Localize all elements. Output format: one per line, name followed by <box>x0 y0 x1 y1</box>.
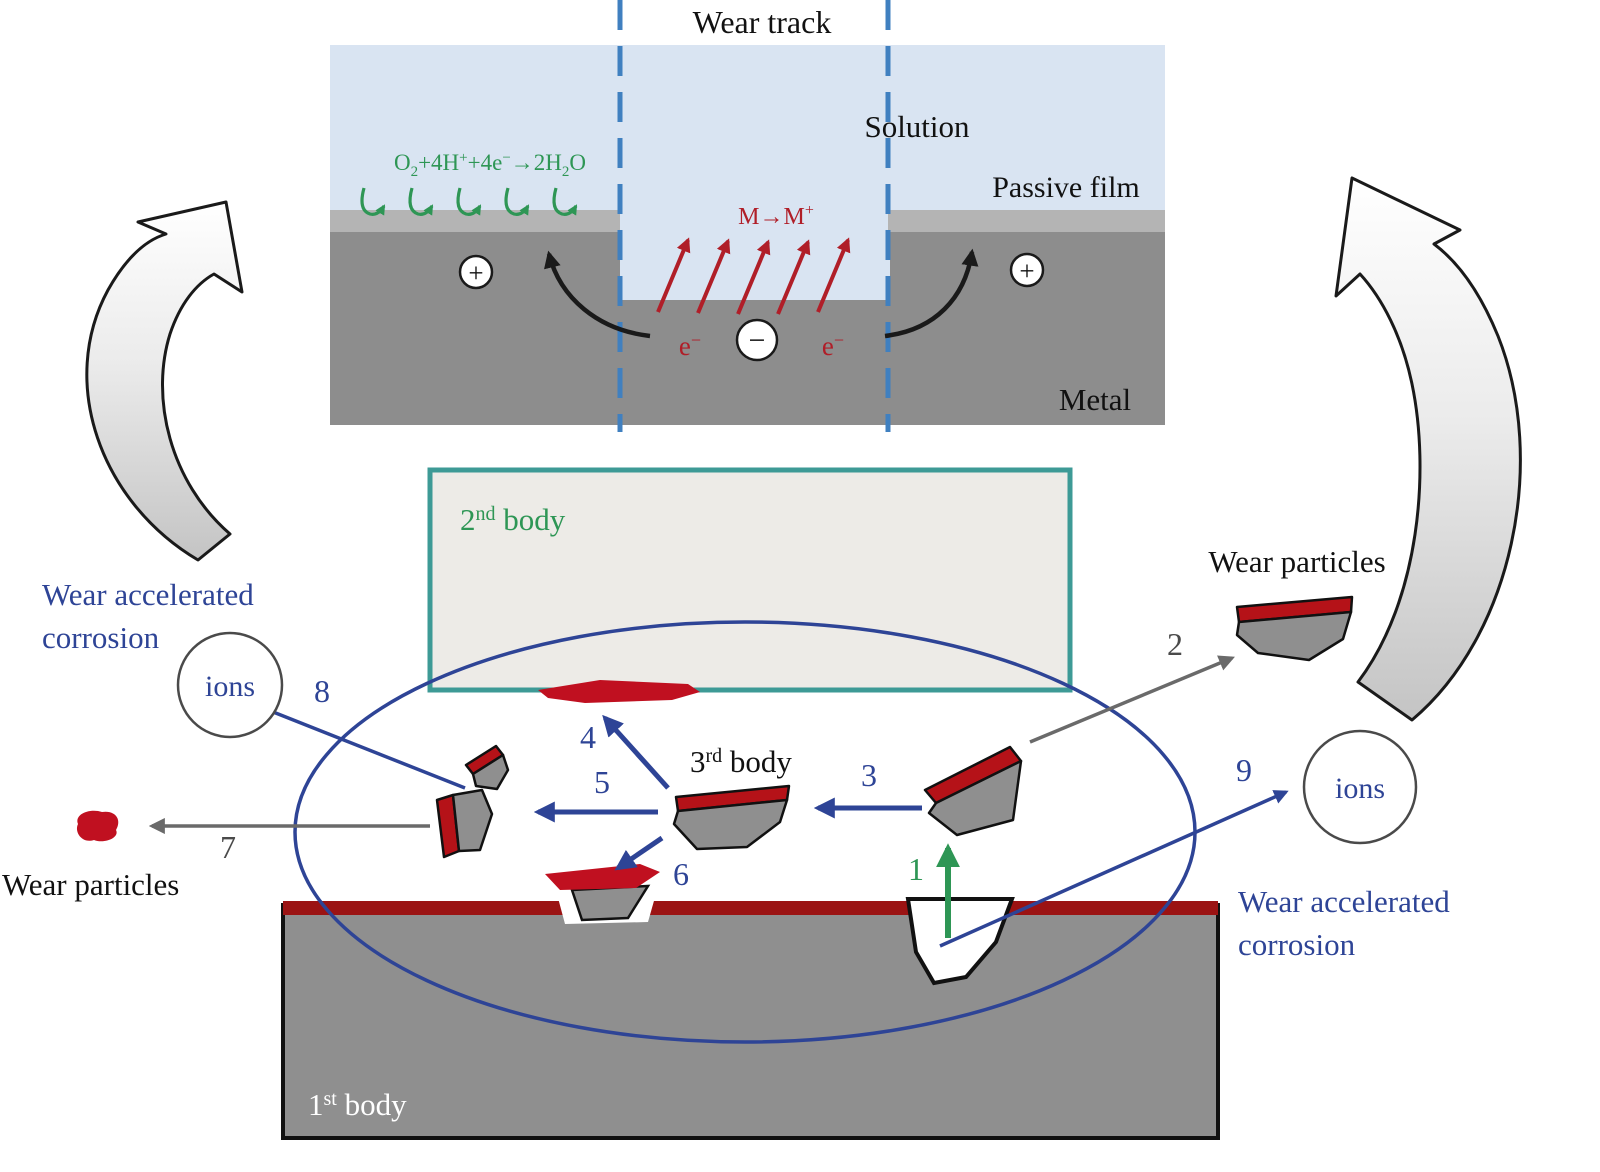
ions-circle-left <box>176 631 284 739</box>
cathode-plus-circle-right <box>1009 252 1045 288</box>
anode-minus-circle <box>735 318 779 362</box>
electron-label-right: e− <box>822 330 844 361</box>
second-body <box>427 467 1073 693</box>
cycle-arrow-left <box>85 200 244 562</box>
cathode-plus-circle-left <box>458 254 494 290</box>
wear-accelerated-corrosion-left-line2: corrosion <box>42 620 160 655</box>
ions-label-left: ions <box>205 670 255 703</box>
cathodic-reaction-label: O2+4H++4e−→2H2O <box>394 150 586 180</box>
wear-particles-label-left: Wear particles <box>2 867 179 902</box>
cathodic-reaction-arrows <box>360 187 578 216</box>
arrow-step-6 <box>614 835 664 871</box>
anodic-dissolution-arrows <box>656 237 851 315</box>
passive-film-label: Passive film <box>992 171 1140 204</box>
wear-particles-label-right: Wear particles <box>1208 544 1385 579</box>
passive-film-left <box>330 210 620 233</box>
first-body-label: 1st body <box>308 1087 407 1122</box>
first-body <box>281 903 1220 1140</box>
third-body-contact-schematic: 1 2 3 4 5 6 7 8 9 ions ions 2nd body 3rd… <box>2 467 1450 1140</box>
third-body-label: 3rd body <box>690 744 792 779</box>
ions-circle-right <box>1302 729 1418 845</box>
cathode-plus-sign-left: + <box>468 258 483 288</box>
cycle-arrow-right <box>1334 176 1522 722</box>
electron-flow-arrow-right <box>884 248 979 339</box>
anodic-reaction-label: M→M+ <box>738 202 814 230</box>
arrow-step-9 <box>939 790 1289 948</box>
arrow-step-2 <box>1029 655 1235 744</box>
particle-right-body <box>927 759 1023 837</box>
wear-particle-ejected-right-body <box>1235 610 1353 662</box>
wear-track-label: Wear track <box>693 4 832 40</box>
particle-center-body <box>672 798 789 851</box>
transfer-film-first-body <box>545 864 660 890</box>
step-number-9: 9 <box>1236 752 1252 788</box>
solution-label: Solution <box>864 109 970 144</box>
step-number-1: 1 <box>908 851 924 887</box>
transfer-film-second-body <box>538 680 700 703</box>
arrow-step-8 <box>255 703 466 790</box>
wear-particle-ejected-left <box>76 810 119 842</box>
second-body-label: 2nd body <box>460 502 566 537</box>
wear-accelerated-corrosion-right-line1: Wear accelerated <box>1238 884 1450 919</box>
cathode-plus-sign-right: + <box>1019 256 1034 286</box>
step-number-8: 8 <box>314 673 330 709</box>
metal-label: Metal <box>1059 382 1131 417</box>
ions-label-right: ions <box>1335 772 1385 805</box>
passive-film-right <box>888 210 1165 233</box>
step-number-2: 2 <box>1167 626 1183 662</box>
electron-flow-arrow-left <box>544 250 651 339</box>
corrosion-pit <box>905 897 1015 986</box>
particle-small-body <box>471 753 510 791</box>
step-number-5: 5 <box>594 764 610 800</box>
step-number-4: 4 <box>580 719 596 755</box>
step-number-3: 3 <box>861 757 877 793</box>
third-body-particles <box>435 595 1354 859</box>
step-number-6: 6 <box>673 856 689 892</box>
wear-track-cross-section: − + + Wear track Solution Passive film M… <box>330 0 1165 432</box>
wear-accelerated-corrosion-right-line2: corrosion <box>1238 927 1356 962</box>
particle-left-body <box>451 788 494 853</box>
arrow-step-4 <box>602 714 670 790</box>
electron-label-left: e− <box>679 330 701 361</box>
anode-minus-sign: − <box>749 324 766 357</box>
wear-accelerated-corrosion-left-line1: Wear accelerated <box>42 577 254 612</box>
step-number-7: 7 <box>220 829 236 865</box>
first-body-passive-film <box>283 901 1218 915</box>
